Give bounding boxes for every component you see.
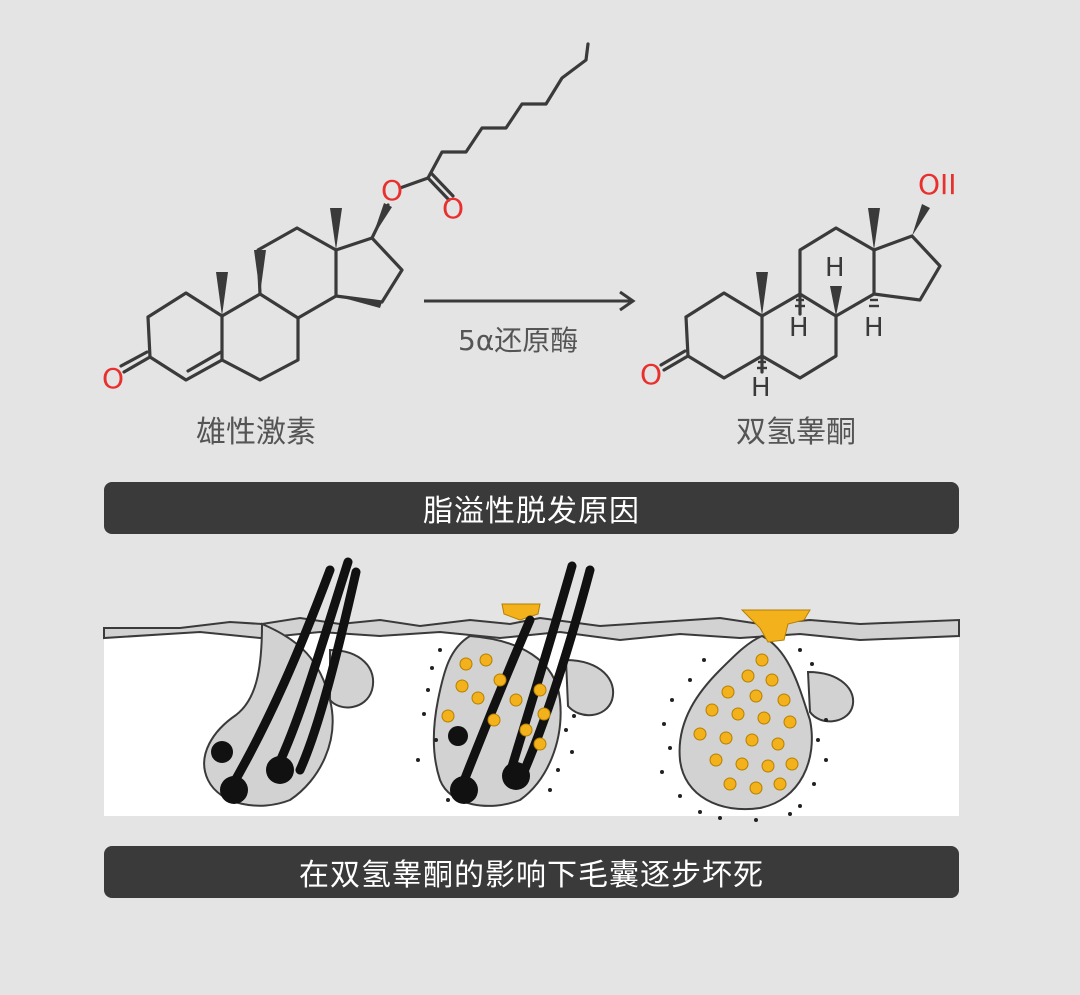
product-ketone-oxygen: O [640,358,662,391]
ester-oxygen: O [381,174,403,207]
reactant-wedges [216,203,392,316]
effect-banner: 在双氢睾酮的影响下毛囊逐步坏死 [104,846,959,898]
sebaceous-gland-2 [564,658,615,716]
follicle-dead [678,634,813,811]
carbonyl-oxygen: O [442,192,464,225]
enzyme-label: 5α还原酶 [458,324,578,357]
scatter-dots [416,648,828,822]
sebum-plug-3 [740,609,811,643]
product-label: 双氢睾酮 [736,415,856,450]
sebum-plug-2 [501,603,541,621]
sebaceous-gland-1 [329,648,375,709]
hair-strands-2 [457,561,595,791]
h-label-c9: H [789,313,809,343]
epidermis [103,616,960,642]
reactant-label: 雄性激素 [196,415,316,450]
reactant-ketone-oxygen: O [102,362,124,395]
product-structure [659,226,942,380]
reaction-arrow [424,290,636,312]
hair-bulbs-1 [211,741,294,804]
h-label-c14: H [864,313,884,343]
cause-banner: 脂溢性脱发原因 [104,482,959,534]
h-label-c5: H [751,373,771,403]
product-wedges [756,204,930,316]
h-label-c8: H [825,253,845,283]
product-hashed-bonds [757,298,879,370]
sebum-droplets-3 [693,653,799,795]
product-hydroxyl: OII [918,168,957,201]
sebaceous-gland-3 [806,670,855,723]
sebum-droplets-2 [441,653,551,751]
skin-illustration [103,557,960,822]
hair-bulbs-2 [448,726,530,804]
hair-strands-1 [227,557,361,791]
